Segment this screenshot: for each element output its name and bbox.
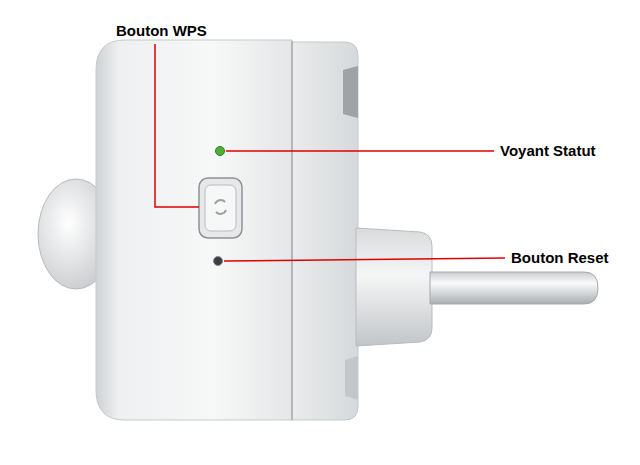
part-label: Voyant Statut xyxy=(500,142,596,160)
seam-line xyxy=(291,41,293,420)
plug-pin xyxy=(430,272,598,304)
part-label: Bouton WPS xyxy=(116,22,207,40)
wps-icon xyxy=(215,200,226,214)
leader-line xyxy=(224,258,505,261)
device-side xyxy=(292,42,358,420)
leader-line xyxy=(226,150,494,152)
device-body xyxy=(96,40,292,420)
side-notch xyxy=(343,66,358,118)
status-led xyxy=(216,147,225,156)
leader-line xyxy=(155,44,199,207)
wps-button xyxy=(199,178,242,238)
part-label: Bouton Reset xyxy=(511,249,609,267)
reset-hole xyxy=(214,257,223,266)
wps-button-face xyxy=(205,185,236,231)
plug-base xyxy=(356,228,432,346)
side-notch xyxy=(345,356,358,400)
